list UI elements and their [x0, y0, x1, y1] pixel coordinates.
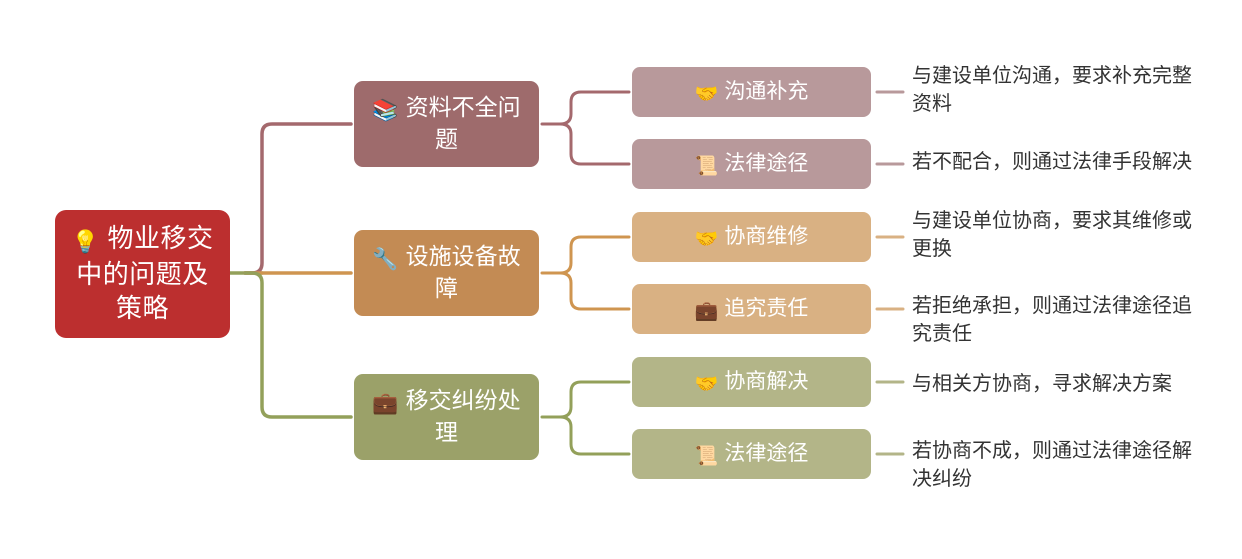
child-node-2-2[interactable]: 💼追究责任 — [632, 284, 871, 334]
connector-branch-2-child-1 — [558, 235, 631, 275]
handshake-icon: 🤝 — [694, 227, 719, 250]
branch-node-3-label: 移交纠纷处理 — [405, 388, 521, 445]
child-node-2-1[interactable]: 🤝协商维修 — [632, 212, 871, 262]
leaf-description-3-2: 若协商不成，则通过法律途径解决纠纷 — [912, 440, 1192, 491]
branch-node-2-label: 设施设备故障 — [405, 244, 521, 301]
child-node-3-1-label: 协商解决 — [724, 368, 809, 393]
child-node-1-1[interactable]: 🤝沟通补充 — [632, 67, 871, 117]
leaf-description-3-1: 与相关方协商，寻求解决方案 — [912, 373, 1172, 395]
branch-node-1[interactable]: 📚资料不全问题 — [354, 81, 539, 167]
child-node-2-1-label: 协商维修 — [724, 223, 809, 248]
wrench-icon: 🔧 — [372, 247, 399, 272]
child-node-1-1-label: 沟通补充 — [724, 78, 809, 103]
leaf-description-1-1: 与建设单位沟通，要求补充完整资料 — [912, 65, 1192, 116]
child-node-1-2-label: 法律途径 — [724, 150, 809, 175]
leaf-description-1-2: 若不配合，则通过法律手段解决 — [912, 151, 1192, 173]
connector-branch-3-child-2 — [558, 415, 631, 456]
branch-node-2[interactable]: 🔧设施设备故障 — [354, 230, 539, 316]
lightbulb-icon: 💡 — [71, 230, 100, 256]
connector-branch-1-child-1 — [558, 90, 631, 126]
child-node-1-2[interactable]: 📜法律途径 — [632, 139, 871, 189]
scroll-icon: 📜 — [694, 444, 719, 467]
child-node-2-2-label: 追究责任 — [724, 295, 809, 320]
connector-branch-3-child-1 — [558, 380, 631, 419]
briefcase-icon: 💼 — [694, 299, 719, 322]
branch-node-3[interactable]: 💼移交纠纷处理 — [354, 374, 539, 460]
connector-root-to-branch-3 — [243, 271, 353, 419]
branch-node-1-label: 资料不全问题 — [405, 95, 521, 152]
child-node-3-1[interactable]: 🤝协商解决 — [632, 357, 871, 407]
briefcase-icon: 💼 — [372, 391, 399, 416]
connector-root-to-branch-1 — [243, 122, 353, 275]
root-node[interactable]: 💡物业移交中的问题及策略 — [55, 210, 230, 338]
leaf-description-2-1: 与建设单位协商，要求其维修或更换 — [912, 210, 1192, 261]
child-node-3-2-label: 法律途径 — [724, 440, 809, 465]
handshake-icon: 🤝 — [694, 82, 719, 105]
child-node-3-2[interactable]: 📜法律途径 — [632, 429, 871, 479]
books-icon: 📚 — [372, 98, 399, 123]
scroll-icon: 📜 — [694, 154, 719, 177]
leaf-description-2-2: 若拒绝承担，则通过法律途径追究责任 — [912, 295, 1192, 346]
connector-branch-1-child-2 — [558, 122, 631, 166]
root-node-label: 物业移交中的问题及策略 — [76, 224, 214, 323]
handshake-icon: 🤝 — [694, 372, 719, 395]
connector-branch-2-child-2 — [558, 271, 631, 311]
